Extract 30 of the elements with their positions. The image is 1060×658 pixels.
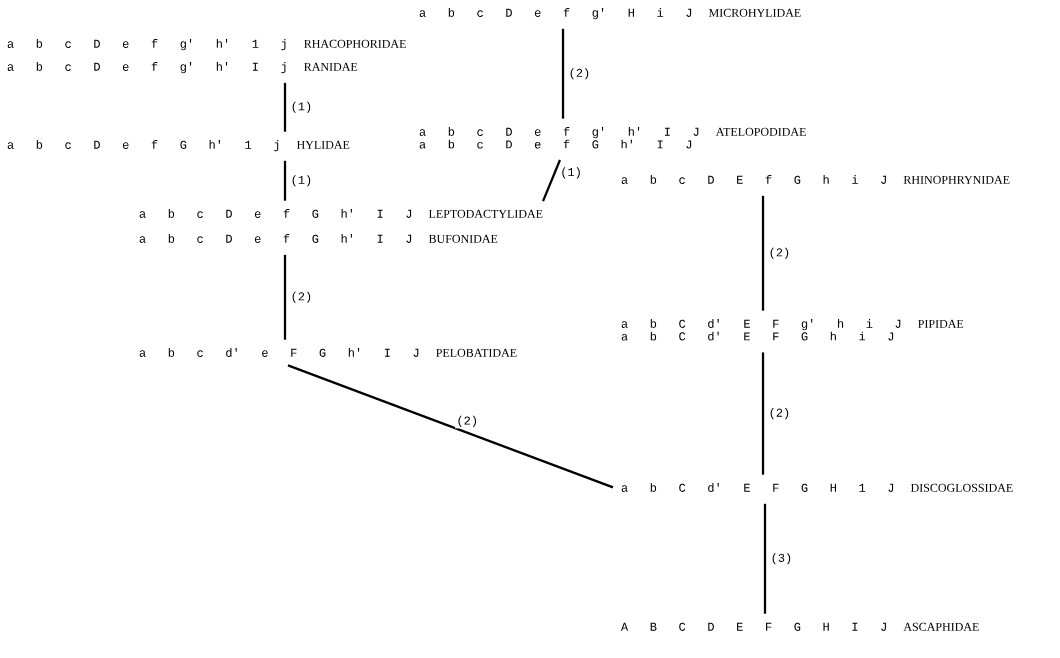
edge-label: (1): [289, 173, 314, 188]
taxon-entry: a b c D e f g' h' I j RANIDAE: [7, 62, 358, 74]
taxon-entry: A B C D E F G H I J ASCAPHIDAE: [620, 622, 979, 631]
edge-label: (2): [289, 290, 314, 305]
taxon-entry: a b c d' e F G h' I J PELOBATIDAE: [139, 348, 517, 357]
branch-line: [561, 28, 565, 119]
edge-label: (1): [558, 165, 584, 180]
branch-line: [287, 364, 614, 489]
taxon-entry: a b C d' E F g' h i J PIPIDAE a b C d' E F G h i J: [621, 319, 964, 341]
taxon-entry: a b c D e f g' h' 1 j RHACOPHORIDAE: [7, 39, 406, 51]
taxon-entry: a b c D e f G h' I J BUFONIDAE: [139, 234, 498, 243]
taxon-entry: a b c D e f g' h' I J ATELOPODIDAE a b c D e f G h' I J: [419, 127, 806, 149]
branch-line: [761, 195, 765, 311]
taxon-entry: a b c D e f g' H i J MICROHYLIDAE: [419, 8, 801, 20]
taxon-entry: a b c D e f G h' 1 j HYLIDAE: [7, 140, 350, 152]
branch-line: [283, 254, 287, 340]
edge-label: (3): [769, 551, 794, 566]
edge-label: (2): [567, 66, 592, 81]
edge-label: (2): [767, 246, 792, 261]
branch-line: [542, 159, 561, 202]
taxon-entry: a b C d' E F G H 1 J DISCOGLOSSIDAE: [621, 483, 1013, 492]
taxon-entry: a b c D E f G h i J RHINOPHRYNIDAE: [621, 175, 1010, 184]
branch-line: [763, 503, 767, 614]
branch-line: [283, 160, 287, 201]
branch-line: [761, 352, 765, 475]
edge-label: (2): [455, 414, 480, 429]
branch-line: [283, 82, 287, 132]
edge-label: (1): [289, 100, 314, 115]
edge-label: (2): [767, 406, 792, 421]
taxon-entry: a b c D e f G h' I J LEPTODACTYLIDAE: [139, 209, 543, 218]
